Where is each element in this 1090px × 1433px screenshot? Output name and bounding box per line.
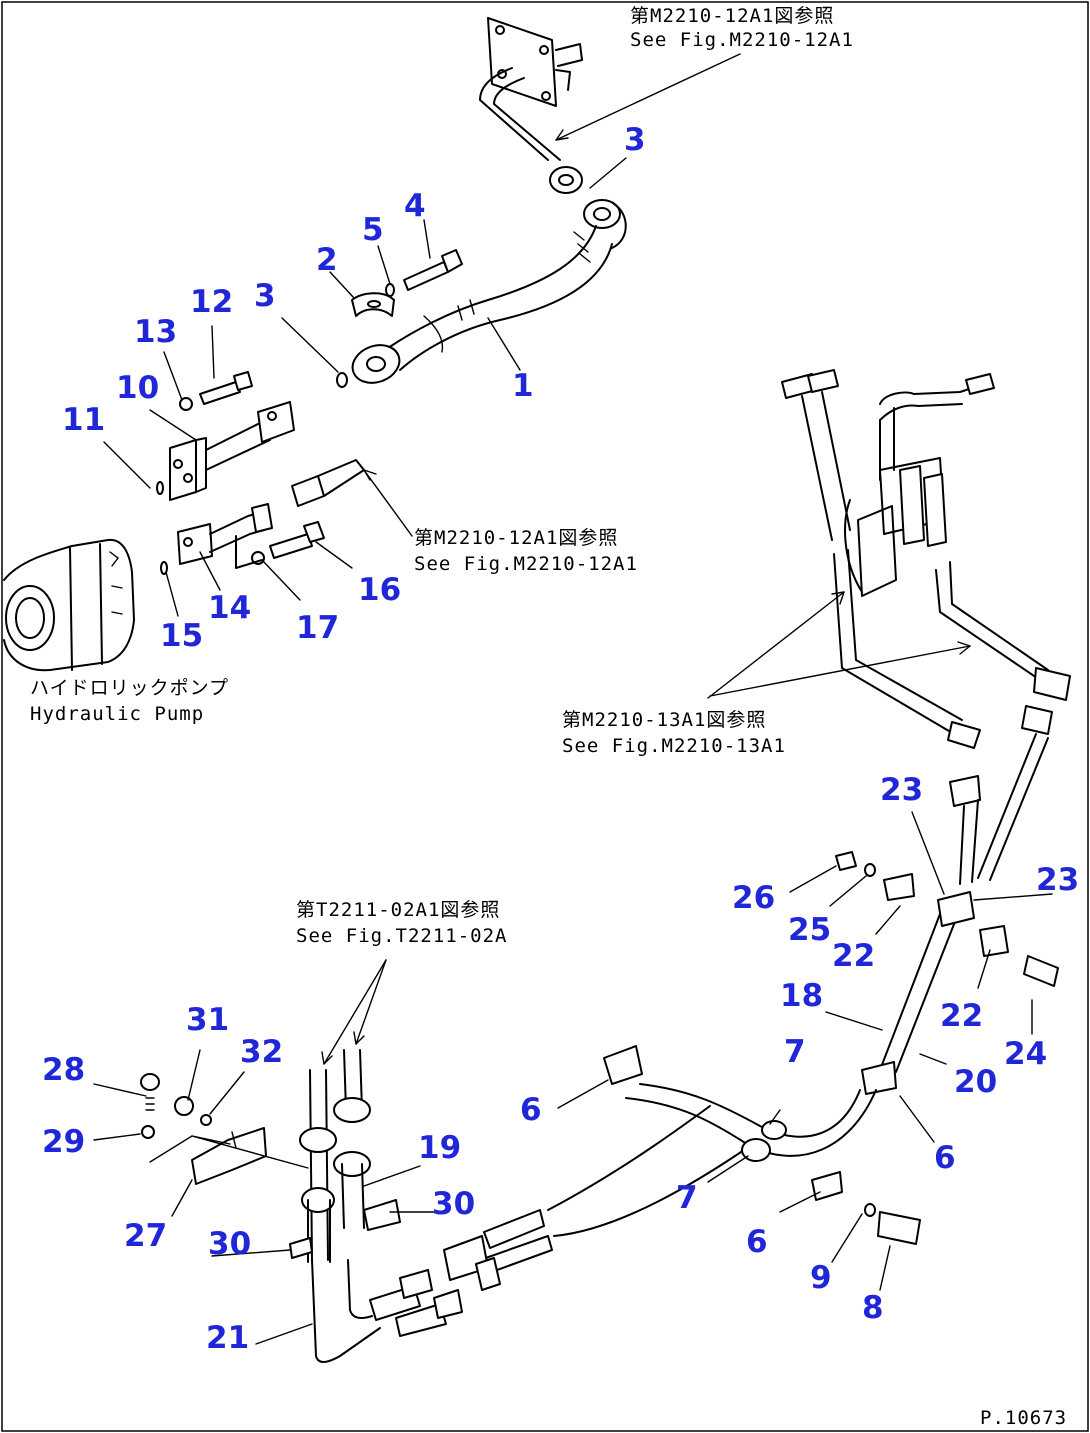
pump-label-jp: ハイドロリックポンプ: [30, 677, 229, 699]
callout-10: 10: [116, 370, 159, 406]
callout-20: 20: [954, 1064, 997, 1100]
upper-elbow-pipe: [479, 67, 583, 194]
drawing-id: P.10673: [980, 1407, 1067, 1429]
bolt-8: [877, 1211, 921, 1245]
callout-5: 5: [362, 212, 384, 248]
reference-top-jp: 第M2210-12A1図参照: [630, 5, 834, 27]
reference-right-jp: 第M2210-13A1図参照: [562, 709, 766, 731]
callout-22-upper: 22: [832, 938, 875, 974]
callout-4: 4: [404, 188, 426, 224]
reference-right-en: See Fig.M2210-13A1: [562, 735, 786, 757]
pump-label-en: Hydraulic Pump: [30, 703, 204, 725]
callout-3-lower: 3: [254, 278, 276, 314]
callout-7-lower: 7: [676, 1180, 698, 1216]
o-ring-11: [156, 481, 164, 495]
o-ring-15: [160, 561, 168, 575]
callout-9: 9: [810, 1260, 832, 1296]
callout-18: 18: [780, 978, 823, 1014]
callout-24: 24: [1004, 1036, 1047, 1072]
clamps-30: [289, 1199, 401, 1259]
callout-19: 19: [418, 1130, 461, 1166]
callout-28: 28: [42, 1052, 85, 1088]
leader-lines: [93, 53, 1053, 1345]
callout-6-left: 6: [520, 1092, 542, 1128]
hose-18: [879, 775, 981, 1073]
callout-6-right: 6: [934, 1140, 956, 1176]
callout-1: 1: [512, 368, 534, 404]
o-ring-3-lower: [336, 372, 348, 388]
tube-10: [169, 401, 295, 501]
washer-25: [864, 863, 876, 877]
nut-26: [835, 851, 857, 871]
callout-30-right: 30: [432, 1186, 475, 1222]
reference-middle: 第M2210-12A1図参照 See Fig.M2210-12A1: [414, 527, 638, 575]
tube-21: [299, 1069, 381, 1363]
bolt-4: [403, 249, 463, 291]
clamp-22-upper: [883, 873, 915, 901]
washer-5: [385, 283, 395, 297]
small-parts-28-32: [140, 1073, 212, 1139]
bracket-27: [191, 1127, 267, 1185]
callout-27: 27: [124, 1218, 167, 1254]
callout-2: 2: [316, 242, 338, 278]
callout-31: 31: [186, 1002, 229, 1038]
hose-20: [977, 705, 1053, 881]
pump-label: ハイドロリックポンプ Hydraulic Pump: [30, 677, 229, 725]
clamp-22-lower: [979, 925, 1009, 957]
washer-13: [179, 397, 193, 411]
hydraulic-pump: [3, 538, 135, 672]
callout-17: 17: [296, 610, 339, 646]
callout-30-left: 30: [208, 1226, 251, 1262]
callout-14: 14: [208, 590, 251, 626]
reference-right: 第M2210-13A1図参照 See Fig.M2210-13A1: [562, 709, 786, 757]
callout-23-right: 23: [1036, 862, 1079, 898]
callout-22-lower: 22: [940, 998, 983, 1034]
callout-23-upper: 23: [880, 772, 923, 808]
tube-14: [177, 503, 273, 569]
callout-7-upper: 7: [784, 1034, 806, 1070]
reference-top-en: See Fig.M2210-12A1: [630, 29, 854, 51]
bolt-12: [199, 371, 253, 405]
reference-bottom-en: See Fig.T2211-02A: [296, 925, 507, 947]
tube-19: [333, 1049, 373, 1319]
callout-11: 11: [62, 402, 105, 438]
callout-3-upper: 3: [624, 122, 646, 158]
washer-9: [864, 1203, 876, 1217]
callouts: 1 2 3 3 4 5 6 6 6 7 7 8 9 10 11 12 13 14…: [42, 122, 1079, 1356]
callout-6-middle: 6: [746, 1224, 768, 1260]
bolt-16: [269, 521, 325, 559]
reference-bottom-jp: 第T2211-02A1図参照: [296, 899, 500, 921]
callout-25: 25: [788, 912, 831, 948]
adapter-middle: [291, 459, 365, 507]
clamp-23: [861, 891, 975, 1095]
hose-1: [351, 199, 627, 384]
hose-lower-fittings: [369, 1209, 553, 1337]
callout-12: 12: [190, 284, 233, 320]
callout-8: 8: [862, 1290, 884, 1326]
callout-32: 32: [240, 1034, 283, 1070]
callout-29: 29: [42, 1124, 85, 1160]
callout-21: 21: [206, 1320, 249, 1356]
reference-bottom: 第T2211-02A1図参照 See Fig.T2211-02A: [296, 899, 507, 947]
reference-top: 第M2210-12A1図参照 See Fig.M2210-12A1: [630, 5, 854, 51]
callout-13: 13: [134, 314, 177, 350]
reference-middle-jp: 第M2210-12A1図参照: [414, 527, 618, 549]
split-flange-2: [351, 292, 395, 317]
washer-17: [251, 551, 265, 565]
bolt-24: [1023, 955, 1059, 987]
upper-mount-flange: [487, 17, 583, 107]
callout-16: 16: [358, 572, 401, 608]
callout-26: 26: [732, 880, 775, 916]
callout-15: 15: [160, 618, 203, 654]
right-manifold: [781, 369, 1071, 749]
reference-middle-en: See Fig.M2210-12A1: [414, 553, 638, 575]
lower-pipe-run: [547, 1045, 877, 1237]
